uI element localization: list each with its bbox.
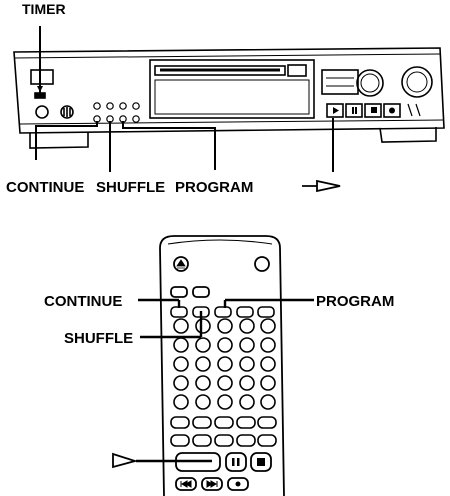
disc-tray: [149, 59, 315, 119]
timer-switch[interactable]: [34, 92, 46, 99]
remote-number-key[interactable]: [239, 394, 255, 410]
remote-number-key[interactable]: [260, 356, 276, 372]
remote-number-key[interactable]: [239, 375, 255, 391]
disc-slot: [154, 65, 286, 76]
program-label-deck: PROGRAM: [175, 179, 253, 196]
deck-stop-button[interactable]: [364, 103, 382, 118]
deck-foot-right: [379, 127, 437, 143]
remote-mode-key[interactable]: [214, 306, 232, 318]
deck-play-button[interactable]: [326, 103, 344, 118]
level-dial[interactable]: [401, 66, 433, 98]
remote-function-key[interactable]: [236, 434, 256, 447]
deck-left-window: [30, 69, 54, 85]
eject-button-remote[interactable]: [173, 256, 189, 272]
remote-function-key[interactable]: [214, 416, 234, 429]
remote-number-key[interactable]: [260, 375, 276, 391]
deck-mode-button[interactable]: [132, 102, 140, 110]
remote-mode-key[interactable]: [236, 306, 254, 318]
deck-mode-buttons: [93, 102, 140, 123]
remote-number-key[interactable]: [173, 318, 189, 334]
power-button[interactable]: [35, 105, 49, 119]
remote-mode-key[interactable]: [257, 306, 275, 318]
deck-foot-left: [29, 132, 89, 149]
remote-key[interactable]: [192, 286, 210, 298]
remote-prev-button[interactable]: [175, 477, 197, 491]
remote-function-key[interactable]: [214, 434, 234, 447]
shuffle-label-deck: SHUFFLE: [96, 179, 165, 196]
deck-display: [321, 69, 359, 95]
deck-body: [13, 47, 445, 134]
deck-leader-lines: [35, 26, 334, 172]
stop-icon: [257, 458, 265, 466]
remote-number-key[interactable]: [217, 337, 233, 353]
remote-function-key[interactable]: [192, 416, 212, 429]
remote-number-key[interactable]: [217, 318, 233, 334]
play-icon-remote: [112, 452, 139, 469]
shuffle-label-remote: SHUFFLE: [64, 330, 133, 347]
remote-control: [159, 235, 285, 496]
remote-number-key[interactable]: [195, 394, 211, 410]
continue-label-remote: CONTINUE: [44, 293, 122, 310]
remote-transport: [175, 452, 272, 491]
remote-body: [159, 235, 285, 496]
remote-number-key[interactable]: [195, 356, 211, 372]
amsc-dial[interactable]: [356, 69, 384, 97]
remote-function-key[interactable]: [257, 416, 277, 429]
play-icon-deck: [302, 179, 341, 193]
deck-mode-button[interactable]: [119, 102, 127, 110]
deck-mode-button[interactable]: [106, 102, 114, 110]
power-button-remote[interactable]: [254, 256, 270, 272]
eject-icon: [176, 259, 186, 269]
remote-mode-key[interactable]: [170, 306, 188, 318]
remote-number-key[interactable]: [217, 375, 233, 391]
deck-mode-button[interactable]: [93, 102, 101, 110]
remote-function-key[interactable]: [236, 416, 256, 429]
remote-number-key[interactable]: [260, 394, 276, 410]
pause-icon: [232, 458, 235, 466]
remote-function-key[interactable]: [192, 434, 212, 447]
remote-number-key[interactable]: [239, 356, 255, 372]
remote-function-key[interactable]: [170, 434, 190, 447]
remote-next-button[interactable]: [201, 477, 223, 491]
remote-number-key[interactable]: [239, 337, 255, 353]
remote-key[interactable]: [170, 286, 188, 298]
md-deck: [13, 47, 445, 149]
remote-pause-button[interactable]: [225, 452, 247, 472]
remote-function-key[interactable]: [257, 434, 277, 447]
remote-number-key[interactable]: [260, 318, 276, 334]
timer-label: TIMER: [22, 1, 66, 17]
remote-number-key[interactable]: [217, 394, 233, 410]
deck-mode-button[interactable]: [132, 115, 140, 123]
remote-number-key[interactable]: [173, 394, 189, 410]
remote-number-key[interactable]: [195, 375, 211, 391]
remote-function-key[interactable]: [170, 416, 190, 429]
remote-number-key[interactable]: [239, 318, 255, 334]
remote-rec-button[interactable]: [227, 477, 249, 491]
remote-number-key[interactable]: [260, 337, 276, 353]
remote-button-grid: [170, 306, 277, 447]
continue-label-deck: CONTINUE: [6, 179, 84, 196]
remote-number-key[interactable]: [217, 356, 233, 372]
remote-number-key[interactable]: [173, 356, 189, 372]
remote-number-key[interactable]: [173, 375, 189, 391]
phones-knob[interactable]: [60, 105, 74, 119]
program-label-remote: PROGRAM: [316, 293, 394, 310]
deck-rec-button[interactable]: [383, 103, 401, 118]
remote-leader-lines: [136, 298, 314, 463]
eject-button[interactable]: [287, 64, 307, 77]
remote-number-key[interactable]: [195, 337, 211, 353]
deck-pause-button[interactable]: [345, 103, 363, 118]
remote-number-key[interactable]: [195, 318, 211, 334]
remote-stop-button[interactable]: [250, 452, 272, 472]
remote-number-key[interactable]: [173, 337, 189, 353]
timer-arrowhead: [37, 86, 43, 92]
